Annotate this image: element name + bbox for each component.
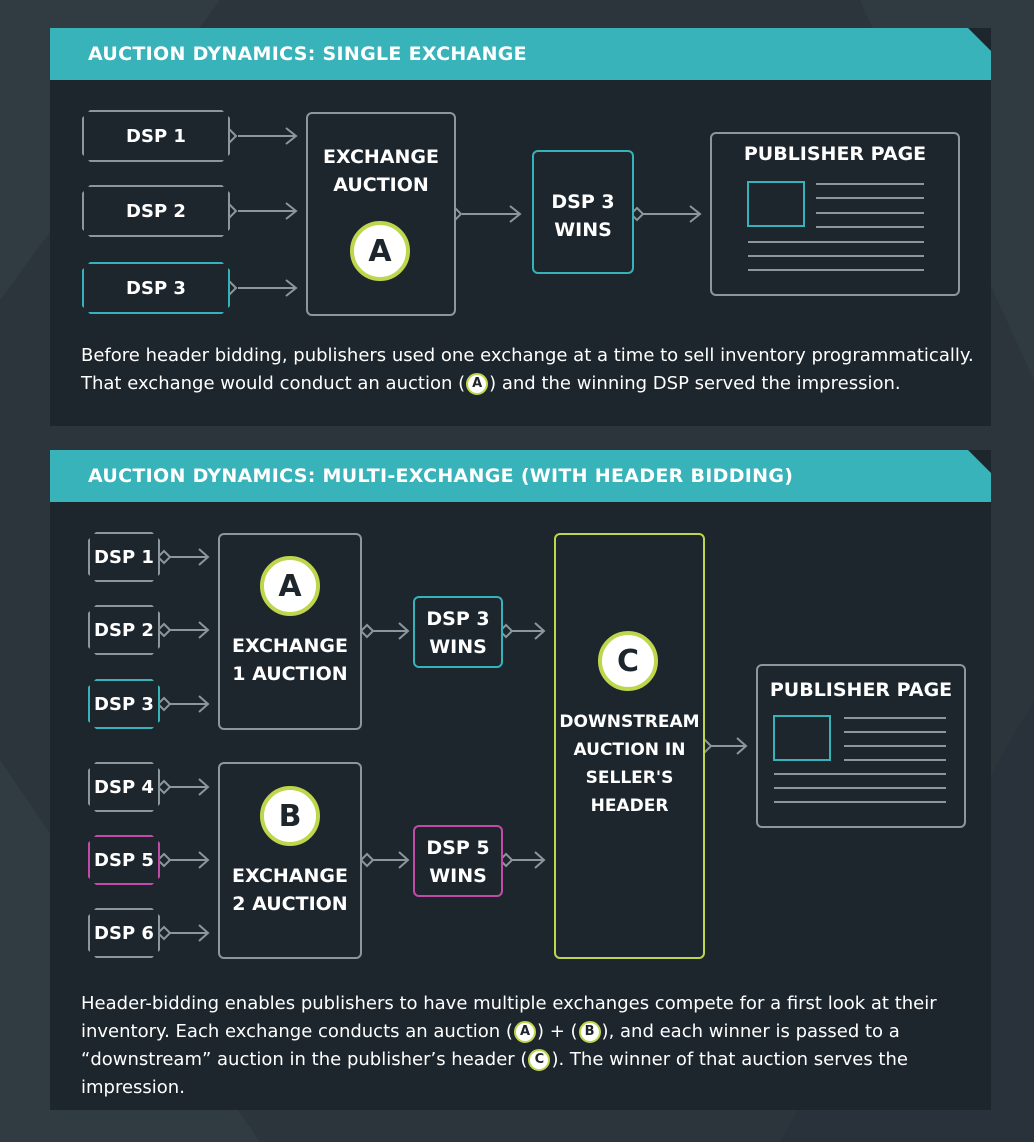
label-line: AUCTION IN — [573, 740, 686, 760]
label-line: 1 AUCTION — [232, 663, 348, 685]
label-line: HEADER — [590, 796, 669, 816]
dsp-chip: DSP 1 — [88, 532, 160, 582]
dsp-chip: DSP 2 — [88, 605, 160, 655]
winner-label: DSP 5 WINS — [413, 834, 503, 890]
exchange-2-label: EXCHANGE 2 AUCTION — [218, 862, 362, 918]
multi-exchange-panel: AUCTION DYNAMICS: MULTI-EXCHANGE (WITH H… — [50, 450, 991, 1110]
caption-line: “downstream” auction in the publisher’s … — [81, 1046, 986, 1102]
caption-text: That exchange would conduct an auction ( — [81, 373, 466, 394]
dsp-chip: DSP 1 — [82, 110, 230, 162]
multi-exchange-caption: Header-bidding enables publishers to hav… — [81, 990, 986, 1102]
badge-letter: C — [616, 643, 640, 679]
caption-line: Before header bidding, publishers used o… — [81, 345, 974, 366]
caption-text: ), and each winner is passed to a — [601, 1021, 900, 1042]
auction-c-badge: C — [598, 631, 658, 691]
label-line: EXCHANGE — [232, 635, 348, 657]
panel-header: AUCTION DYNAMICS: SINGLE EXCHANGE — [50, 28, 991, 80]
dsp-label: DSP 1 — [126, 125, 186, 147]
connector-lines — [222, 127, 702, 297]
dsp-chip: DSP 4 — [88, 762, 160, 812]
caption-text: ) and the winning DSP served the impress… — [489, 373, 901, 394]
panel-header: AUCTION DYNAMICS: MULTI-EXCHANGE (WITH H… — [50, 450, 991, 502]
dsp-label: DSP 2 — [94, 619, 154, 641]
badge-letter: B — [278, 798, 302, 834]
label-line: DSP 5 — [426, 837, 490, 859]
dsp-chip: DSP 3 — [88, 679, 160, 729]
auction-a-mini-badge: A — [466, 373, 489, 395]
label-line: EXCHANGE — [323, 146, 439, 168]
caption-line: inventory. Each exchange conducts an auc… — [81, 1018, 986, 1046]
winner-box — [413, 596, 503, 668]
label-line: EXCHANGE — [232, 865, 348, 887]
dsp-label: DSP 3 — [126, 277, 186, 299]
auction-a-mini-badge: A — [513, 1021, 536, 1043]
caption-line: Header-bidding enables publishers to hav… — [81, 993, 937, 1014]
panel-title: AUCTION DYNAMICS: SINGLE EXCHANGE — [88, 43, 527, 65]
label-line: WINS — [429, 636, 487, 658]
winner-box — [532, 150, 634, 274]
dsp-label: DSP 1 — [94, 546, 154, 568]
dsp-label: DSP 2 — [126, 200, 186, 222]
downstream-label: DOWNSTREAM AUCTION IN SELLER'S HEADER — [554, 708, 705, 820]
exchange-auction-box — [306, 112, 456, 316]
label-line: DOWNSTREAM — [559, 712, 700, 732]
label-line: WINS — [554, 219, 612, 241]
label-line: AUCTION — [333, 174, 429, 196]
dsp-chip: DSP 2 — [82, 185, 230, 237]
dsp-chip: DSP 6 — [88, 908, 160, 958]
caption-text: ) + ( — [536, 1021, 578, 1042]
dsp-chip: DSP 3 — [82, 262, 230, 314]
dsp-label: DSP 5 — [94, 849, 154, 871]
caption-text: “downstream” auction in the publisher’s … — [81, 1049, 528, 1070]
auction-b-badge: B — [260, 786, 320, 846]
caption-line: That exchange would conduct an auction (… — [81, 370, 981, 398]
label-line: 2 AUCTION — [232, 893, 348, 915]
publisher-page-icon — [773, 715, 946, 803]
winner-label: DSP 3 WINS — [532, 188, 634, 244]
dsp-label: DSP 4 — [94, 776, 154, 798]
dsp-label: DSP 6 — [94, 922, 154, 944]
publisher-page-title: PUBLISHER PAGE — [769, 679, 953, 701]
label-line: DSP 3 — [426, 608, 490, 630]
auction-a-badge: A — [260, 556, 320, 616]
badge-letter: A — [368, 233, 392, 269]
single-exchange-caption: Before header bidding, publishers used o… — [81, 342, 981, 398]
caption-text: ). The winner of that auction serves the… — [81, 1049, 908, 1098]
dsp-label: DSP 3 — [94, 693, 154, 715]
auction-c-mini-badge: C — [528, 1049, 551, 1071]
exchange-auction-label: EXCHANGE AUCTION — [306, 143, 456, 199]
label-line: SELLER'S — [585, 768, 674, 788]
auction-b-mini-badge: B — [578, 1021, 601, 1043]
auction-a-badge: A — [350, 221, 410, 281]
winner-label: DSP 3 WINS — [413, 605, 503, 661]
dsp-chip: DSP 5 — [88, 835, 160, 885]
caption-text: inventory. Each exchange conducts an auc… — [81, 1021, 513, 1042]
label-line: DSP 3 — [551, 191, 615, 213]
publisher-page-icon — [747, 181, 924, 271]
publisher-page-title: PUBLISHER PAGE — [743, 143, 927, 165]
winner-box — [413, 825, 503, 897]
exchange-1-label: EXCHANGE 1 AUCTION — [218, 632, 362, 688]
panel-title: AUCTION DYNAMICS: MULTI-EXCHANGE (WITH H… — [88, 465, 794, 487]
badge-letter: A — [278, 568, 302, 604]
label-line: WINS — [429, 865, 487, 887]
downstream-auction-box — [554, 533, 705, 959]
single-exchange-panel: AUCTION DYNAMICS: SINGLE EXCHANGE DSP 1 … — [50, 28, 991, 426]
